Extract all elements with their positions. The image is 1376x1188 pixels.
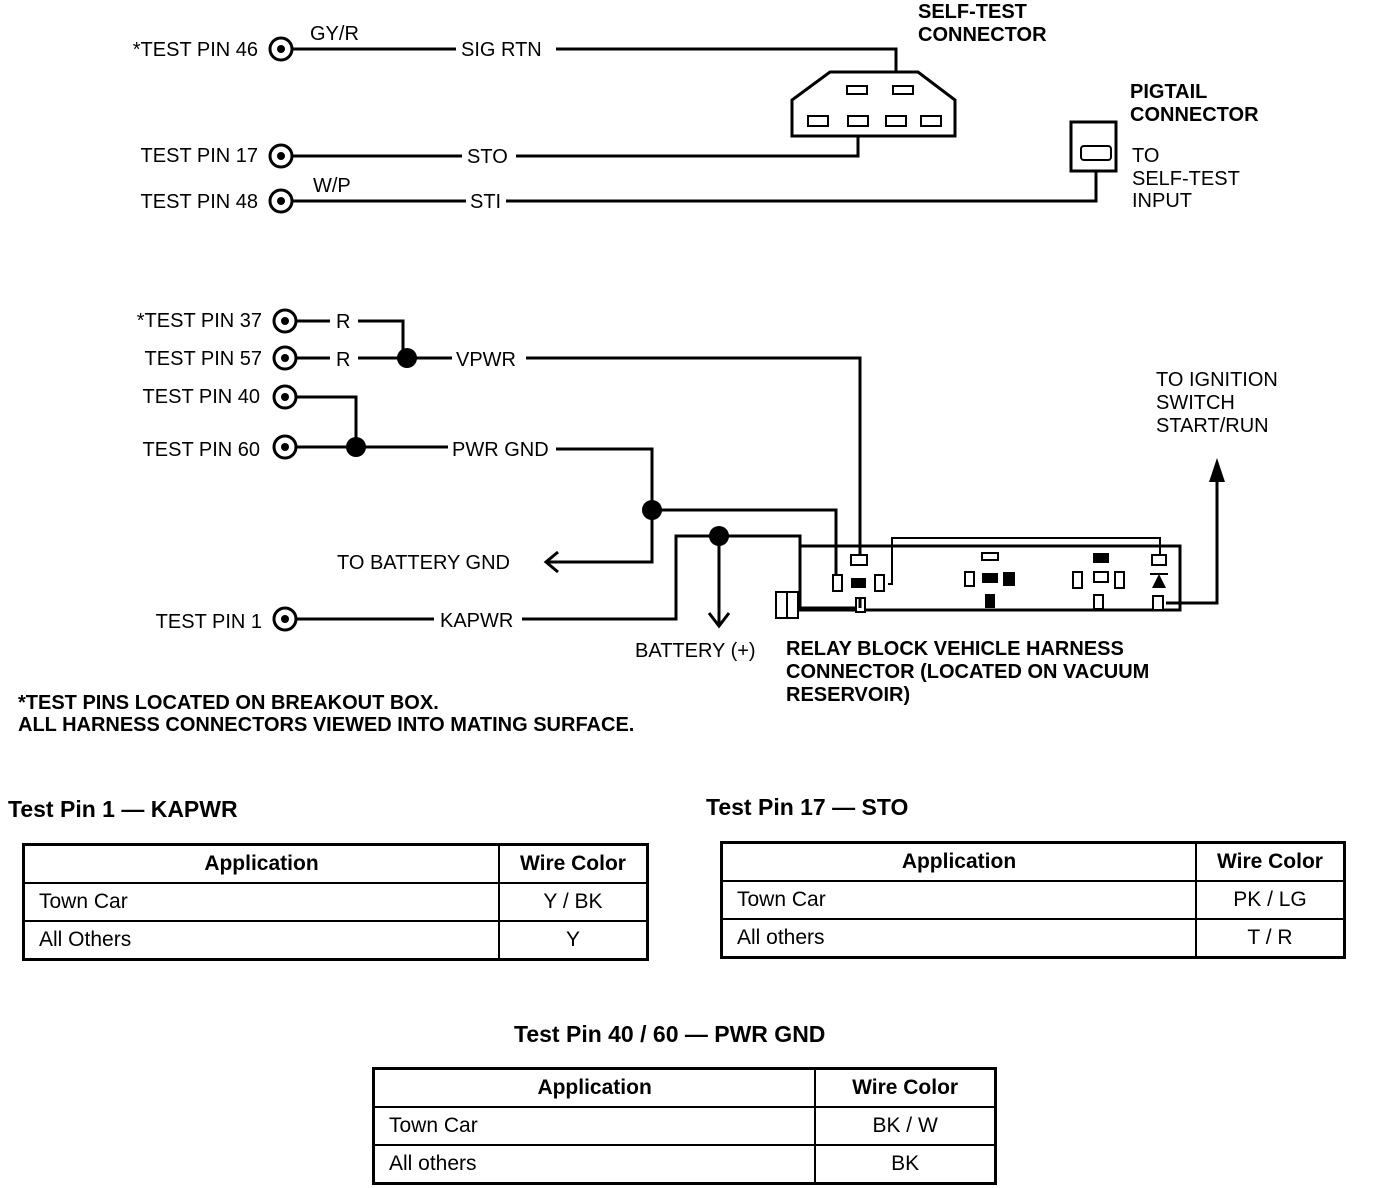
- test-pin-40-terminal: [272, 384, 298, 410]
- pigtail-connector-label-1: PIGTAIL: [1130, 81, 1207, 103]
- wire-color-r-2: R: [336, 349, 350, 371]
- test-pin-46-label: *TEST PIN 46: [133, 39, 258, 61]
- relay-block-label-2: CONNECTOR (LOCATED ON VACUUM: [786, 661, 1149, 683]
- column-header-wire-color: Wire Color: [814, 1067, 997, 1108]
- table-cell: Y: [497, 920, 649, 961]
- column-header-application: Application: [720, 841, 1197, 882]
- wire-color-w-p: W/P: [313, 175, 351, 197]
- test-pin-1-terminal: [272, 606, 298, 632]
- column-header-wire-color: Wire Color: [1194, 841, 1346, 882]
- sti-wire: [506, 171, 1098, 203]
- table-cell: T / R: [1194, 918, 1346, 959]
- table-2-title: Test Pin 17 — STO: [706, 794, 909, 820]
- to-self-test-input-3: INPUT: [1132, 190, 1192, 212]
- test-pin-57-terminal: [272, 345, 298, 371]
- test-pin-37-label: *TEST PIN 37: [137, 310, 262, 332]
- sto-label: STO: [467, 146, 508, 168]
- test-pin-48-label: TEST PIN 48: [141, 191, 258, 213]
- test-pin-40-wire: [296, 395, 358, 447]
- to-self-test-input-1: TO: [1132, 145, 1159, 167]
- vpwr-label: VPWR: [456, 349, 516, 371]
- test-pin-48-terminal: [268, 188, 294, 214]
- test-pin-1-label: TEST PIN 1: [156, 611, 262, 633]
- r-wire-37: [358, 319, 405, 358]
- to-ignition-label-3: START/RUN: [1156, 415, 1269, 437]
- vpwr-wire: [526, 356, 862, 555]
- kapwr-wire: [522, 534, 860, 621]
- table-row: Town Car BK / W: [372, 1106, 997, 1146]
- table-cell: BK / W: [814, 1106, 997, 1146]
- wire-color-r-1: R: [336, 311, 350, 333]
- to-ignition-label-1: TO IGNITION: [1156, 369, 1278, 391]
- relay-internal-wire: [888, 537, 1161, 585]
- sig-rtn-label: SIG RTN: [461, 39, 542, 61]
- to-battery-gnd-label: TO BATTERY GND: [337, 552, 510, 574]
- table-row: Town Car Y / BK: [22, 882, 649, 922]
- wiring-diagram: *TEST PIN 46 GY/R SIG RTN SELF-TEST CONN…: [18, 1, 1278, 736]
- wire-color-gy-r: GY/R: [310, 23, 359, 45]
- test-pin-57-label: TEST PIN 57: [145, 348, 262, 370]
- table-cell: PK / LG: [1194, 880, 1346, 920]
- self-test-connector-label-2: CONNECTOR: [918, 24, 1047, 46]
- ground-to-relay-wire: [652, 508, 838, 578]
- battery-plus-label: BATTERY (+): [635, 640, 756, 662]
- note-line-1: *TEST PINS LOCATED ON BREAKOUT BOX.: [18, 692, 439, 714]
- test-pin-17-terminal: [268, 143, 294, 169]
- ignition-arrow: [1209, 458, 1225, 482]
- sto-wire: [516, 136, 860, 158]
- test-pin-40-label: TEST PIN 40: [143, 386, 260, 408]
- table-cell: Town Car: [720, 880, 1197, 920]
- relay-block-label-1: RELAY BLOCK VEHICLE HARNESS: [786, 638, 1124, 660]
- column-header-application: Application: [22, 843, 500, 884]
- pwr-gnd-label: PWR GND: [452, 439, 549, 461]
- ignition-wire: [1166, 476, 1219, 605]
- table-row: All Others Y: [22, 920, 649, 961]
- table-test-pin-1: Application Wire Color Town Car Y / BK A…: [22, 843, 649, 961]
- table-cell: All Others: [22, 920, 500, 961]
- pigtail-connector-label-2: CONNECTOR: [1130, 104, 1259, 126]
- pigtail-connector: [1069, 120, 1118, 173]
- test-pin-37-terminal: [272, 308, 298, 334]
- table-row: All others BK: [372, 1144, 997, 1185]
- table-cell: BK: [814, 1144, 997, 1185]
- table-header-row: Application Wire Color: [22, 843, 649, 884]
- battery-plus-arrow: [707, 612, 731, 629]
- table-test-pin-40-60: Application Wire Color Town Car BK / W A…: [372, 1067, 997, 1185]
- test-pin-60-terminal: [272, 434, 298, 460]
- table-cell: All others: [720, 918, 1197, 959]
- column-header-wire-color: Wire Color: [497, 843, 649, 884]
- table-cell: Y / BK: [497, 882, 649, 922]
- table-header-row: Application Wire Color: [372, 1067, 997, 1108]
- test-pin-17-label: TEST PIN 17: [141, 145, 258, 167]
- table-row: All others T / R: [720, 918, 1346, 959]
- sig-rtn-wire: [556, 47, 898, 72]
- pwr-gnd-wire: [548, 447, 654, 564]
- kapwr-label: KAPWR: [440, 610, 513, 632]
- self-test-connector-label-1: SELF-TEST: [918, 1, 1027, 23]
- column-header-application: Application: [372, 1067, 817, 1108]
- table-test-pin-17: Application Wire Color Town Car PK / LG …: [720, 841, 1346, 959]
- pwr-gnd-splice: [346, 437, 366, 457]
- to-ignition-label-2: SWITCH: [1156, 392, 1235, 414]
- table-header-row: Application Wire Color: [720, 841, 1346, 882]
- table-cell: Town Car: [22, 882, 500, 922]
- table-row: Town Car PK / LG: [720, 880, 1346, 920]
- note-line-2: ALL HARNESS CONNECTORS VIEWED INTO MATIN…: [18, 714, 634, 736]
- test-pin-60-label: TEST PIN 60: [143, 439, 260, 461]
- table-cell: All others: [372, 1144, 817, 1185]
- self-test-connector: [790, 70, 957, 138]
- table-cell: Town Car: [372, 1106, 817, 1146]
- test-pin-46-terminal: [268, 36, 294, 62]
- sti-label: STI: [470, 191, 501, 213]
- table-3-title: Test Pin 40 / 60 — PWR GND: [514, 1021, 826, 1047]
- relay-block-label-3: RESERVOIR): [786, 684, 910, 706]
- vpwr-splice: [397, 348, 417, 368]
- table-1-title: Test Pin 1 — KAPWR: [8, 796, 238, 822]
- to-self-test-input-2: SELF-TEST: [1132, 168, 1240, 190]
- battery-gnd-arrow: [543, 550, 559, 574]
